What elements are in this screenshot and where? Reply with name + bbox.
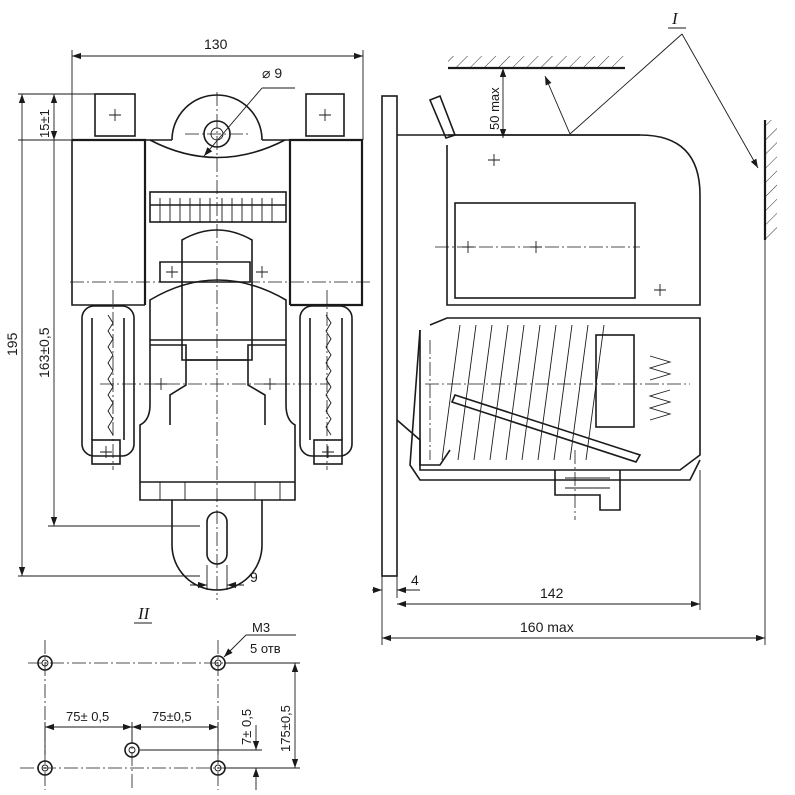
mount-hole	[37, 760, 53, 776]
view-label-1: I	[671, 9, 679, 28]
dim-pitch-y2: 175±0,5	[278, 705, 293, 752]
dim-depth: 142	[540, 585, 564, 601]
dim-height-mount: 163±0,5	[36, 327, 52, 378]
dim-height-total: 195	[4, 332, 20, 356]
mount-hole	[37, 655, 53, 671]
dim-hole-diameter: ⌀ 9	[262, 65, 282, 81]
dim-slot-width: 9	[250, 569, 258, 585]
dim-depth-max: 160 max	[520, 619, 574, 635]
dim-offset-top: 15±1	[37, 109, 52, 138]
front-view: 130 ⌀ 9	[4, 36, 370, 600]
dim-pitch-x2: 75±0,5	[152, 709, 192, 724]
hole-count: 5 отв	[250, 641, 281, 656]
thread-size: M3	[252, 620, 270, 635]
dim-pitch-x1: 75± 0,5	[66, 709, 109, 724]
dim-clearance-top: 50 max	[487, 87, 502, 130]
view-label-2: II	[137, 604, 151, 623]
side-view: 50 max I 4	[372, 9, 777, 645]
mounting-hole-pattern: II M3 5 отв 75± 0,5 75±0,5 7±	[20, 604, 300, 790]
dim-plate-thickness: 4	[411, 572, 419, 588]
dim-pitch-y1: 7± 0,5	[239, 709, 254, 745]
mount-hole	[124, 742, 140, 758]
dim-width-top: 130	[204, 36, 228, 52]
